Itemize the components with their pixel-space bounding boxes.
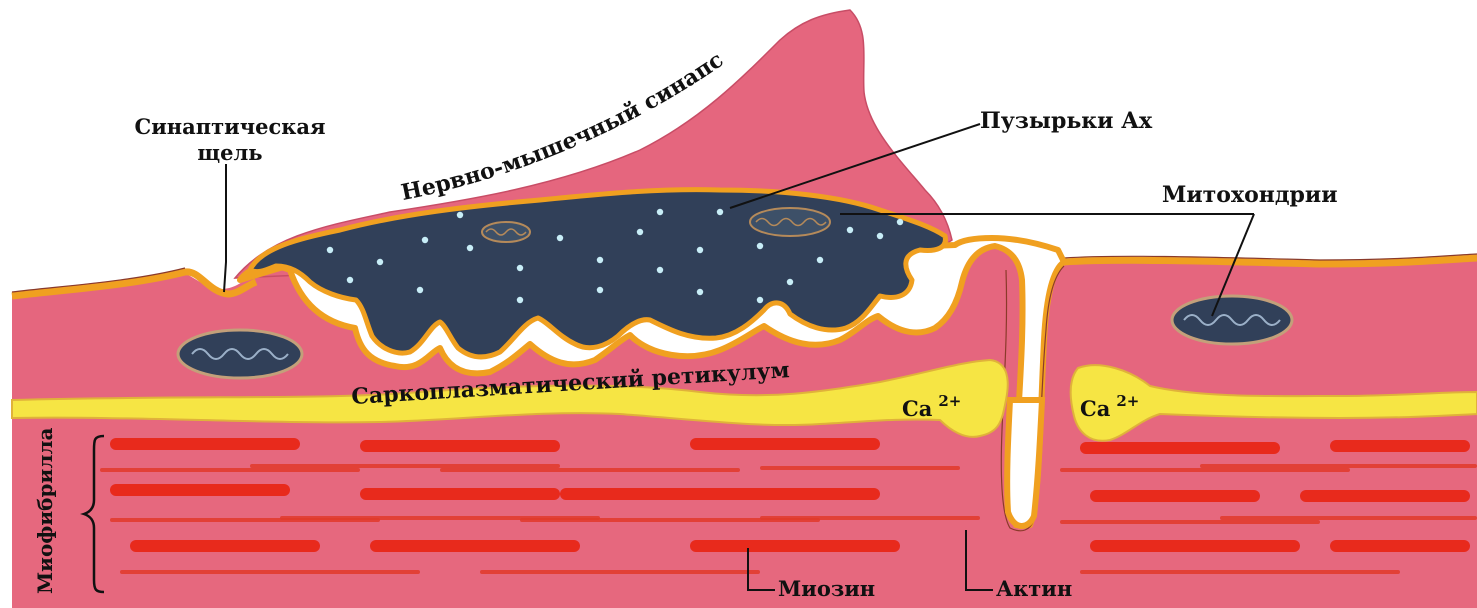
- actin-filament: [1200, 464, 1477, 468]
- leader-cleft: [224, 164, 226, 292]
- vesicle: [597, 287, 603, 293]
- t-tubule: [1007, 400, 1042, 526]
- vesicle: [877, 233, 883, 239]
- myosin-filament: [1080, 442, 1280, 454]
- actin-filament: [1060, 520, 1320, 524]
- label-myofibril: Миофибрилла: [33, 427, 57, 594]
- myosin-filament: [1330, 440, 1470, 452]
- myosin-filament: [130, 540, 320, 552]
- muscle-mitochondrion-left: [178, 330, 302, 378]
- actin-filament: [760, 516, 980, 520]
- terminal-mitochondrion-right: [750, 208, 830, 236]
- vesicle: [717, 209, 723, 215]
- vesicle: [597, 257, 603, 263]
- actin-filament: [1080, 570, 1400, 574]
- vesicle: [557, 235, 563, 241]
- actin-filament: [760, 466, 960, 470]
- vesicle: [657, 267, 663, 273]
- vesicle: [347, 277, 353, 283]
- vesicle: [757, 297, 763, 303]
- vesicle: [457, 212, 463, 218]
- label-myosin: Миозин: [778, 576, 875, 601]
- muscle-mitochondrion-right: [1172, 296, 1292, 344]
- vesicle: [847, 227, 853, 233]
- vesicle: [327, 247, 333, 253]
- vesicle: [697, 289, 703, 295]
- label-synaptic-cleft-line2: щель: [197, 140, 262, 165]
- myosin-filament: [1090, 490, 1260, 502]
- vesicle: [517, 297, 523, 303]
- myosin-filament: [690, 438, 880, 450]
- vesicle: [697, 247, 703, 253]
- actin-filament: [120, 570, 420, 574]
- myosin-filament: [690, 540, 900, 552]
- vesicle: [817, 257, 823, 263]
- actin-filament: [100, 468, 360, 472]
- vesicle: [422, 237, 428, 243]
- label-actin: Актин: [996, 576, 1072, 601]
- vesicle: [467, 245, 473, 251]
- vesicle: [897, 219, 903, 225]
- myosin-filament: [1300, 490, 1470, 502]
- terminal-mitochondrion-left: [482, 222, 530, 242]
- myosin-filament: [360, 488, 560, 500]
- vesicle: [787, 279, 793, 285]
- myosin-filament: [1330, 540, 1470, 552]
- label-mitochondria: Митохондрии: [1162, 182, 1338, 208]
- actin-filament: [250, 464, 560, 468]
- myosin-filament: [360, 440, 560, 452]
- vesicle: [517, 265, 523, 271]
- vesicle: [377, 259, 383, 265]
- vesicle: [417, 287, 423, 293]
- actin-filament: [1060, 468, 1350, 472]
- actin-filament: [1220, 516, 1477, 520]
- label-synaptic-cleft-line1: Синаптическая: [134, 114, 325, 139]
- vesicle: [757, 243, 763, 249]
- vesicle: [637, 229, 643, 235]
- myosin-filament: [110, 438, 300, 450]
- myosin-filament: [560, 488, 880, 500]
- vesicle: [657, 209, 663, 215]
- actin-filament: [440, 468, 740, 472]
- actin-filament: [480, 570, 760, 574]
- label-vesicles: Пузырьки Ах: [980, 108, 1153, 134]
- myosin-filament: [1090, 540, 1300, 552]
- myosin-filament: [370, 540, 580, 552]
- myosin-filament: [110, 484, 290, 496]
